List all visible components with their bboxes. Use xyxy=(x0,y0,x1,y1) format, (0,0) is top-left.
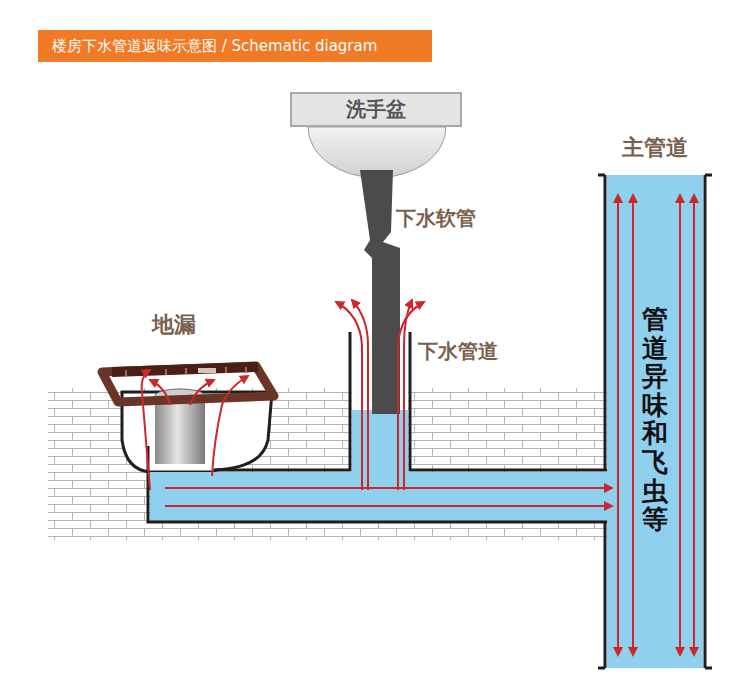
drain-hose-part xyxy=(360,170,400,414)
main-pipe-part xyxy=(605,175,705,668)
title-text: 楼房下水管道返味示意图 / Schematic diagram xyxy=(52,37,377,56)
odor-arrows-part xyxy=(632,195,634,655)
floor-drain-part xyxy=(155,396,205,464)
wash-basin-box: 洗手盆 xyxy=(290,92,462,127)
brick-wall xyxy=(48,388,608,540)
vertical-note: 管道异味和飞虫等 xyxy=(642,303,668,536)
odor-arrows-part xyxy=(693,195,695,655)
floor-drain-label: 地漏 xyxy=(152,310,196,340)
odor-arrows-part xyxy=(404,300,412,490)
basin-label: 洗手盆 xyxy=(292,94,460,125)
main-pipe-heading: 主管道 xyxy=(605,133,705,163)
odor-arrows-part xyxy=(150,380,170,405)
odor-arrows-part xyxy=(212,376,248,476)
odor-arrows-part xyxy=(165,487,612,489)
odor-arrows-part xyxy=(398,302,424,490)
floor-drain-part xyxy=(102,366,274,402)
drain-pipe-part xyxy=(150,472,608,520)
odor-arrows-part xyxy=(352,300,368,490)
odor-arrows-part xyxy=(679,195,681,655)
odor-arrows-part xyxy=(617,195,619,655)
floor-drain-part xyxy=(198,368,216,373)
odor-arrows-part xyxy=(190,380,214,405)
odor-arrows xyxy=(142,195,694,655)
main-pipe xyxy=(598,175,712,668)
odor-arrows-part xyxy=(336,302,362,490)
drain-hose xyxy=(360,170,400,414)
main-pipe-part xyxy=(607,175,703,668)
main-pipe-band: 主管道管道异味和飞虫等 xyxy=(605,175,705,668)
odor-arrows-part xyxy=(165,505,612,507)
brick-wall-part xyxy=(48,388,608,540)
hose-label: 下水软管 xyxy=(396,205,476,232)
drain-pipe-part xyxy=(352,410,408,474)
drain-pipe-label: 下水管道 xyxy=(418,338,498,365)
title-banner: 楼房下水管道返味示意图 / Schematic diagram xyxy=(38,30,432,62)
floor-drain xyxy=(102,366,274,472)
odor-arrows-part xyxy=(142,370,150,490)
main-pipe-part xyxy=(598,175,712,668)
